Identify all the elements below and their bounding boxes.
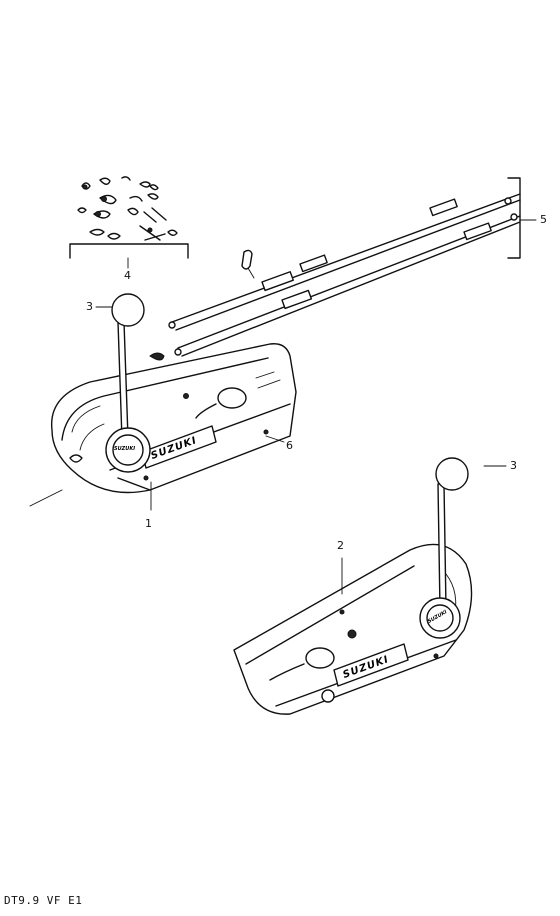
callout-2: 2 <box>337 539 344 552</box>
remote-control-box-2 <box>233 457 473 715</box>
model-code: DT9.9 VF E1 <box>4 894 83 907</box>
control-cables <box>168 177 537 357</box>
callout-3-upper: 3 <box>86 300 93 313</box>
remote-control-box-1 <box>29 293 297 507</box>
hardware-kit <box>69 176 189 259</box>
knob-badge-upper: SUZUKI <box>114 446 136 452</box>
callout-6: 6 <box>286 439 293 452</box>
leader-lines <box>95 257 507 595</box>
callout-4: 4 <box>124 269 131 282</box>
callout-1: 1 <box>145 517 152 530</box>
callout-5: 5 <box>540 213 547 226</box>
callout-3-lower: 3 <box>510 459 517 472</box>
